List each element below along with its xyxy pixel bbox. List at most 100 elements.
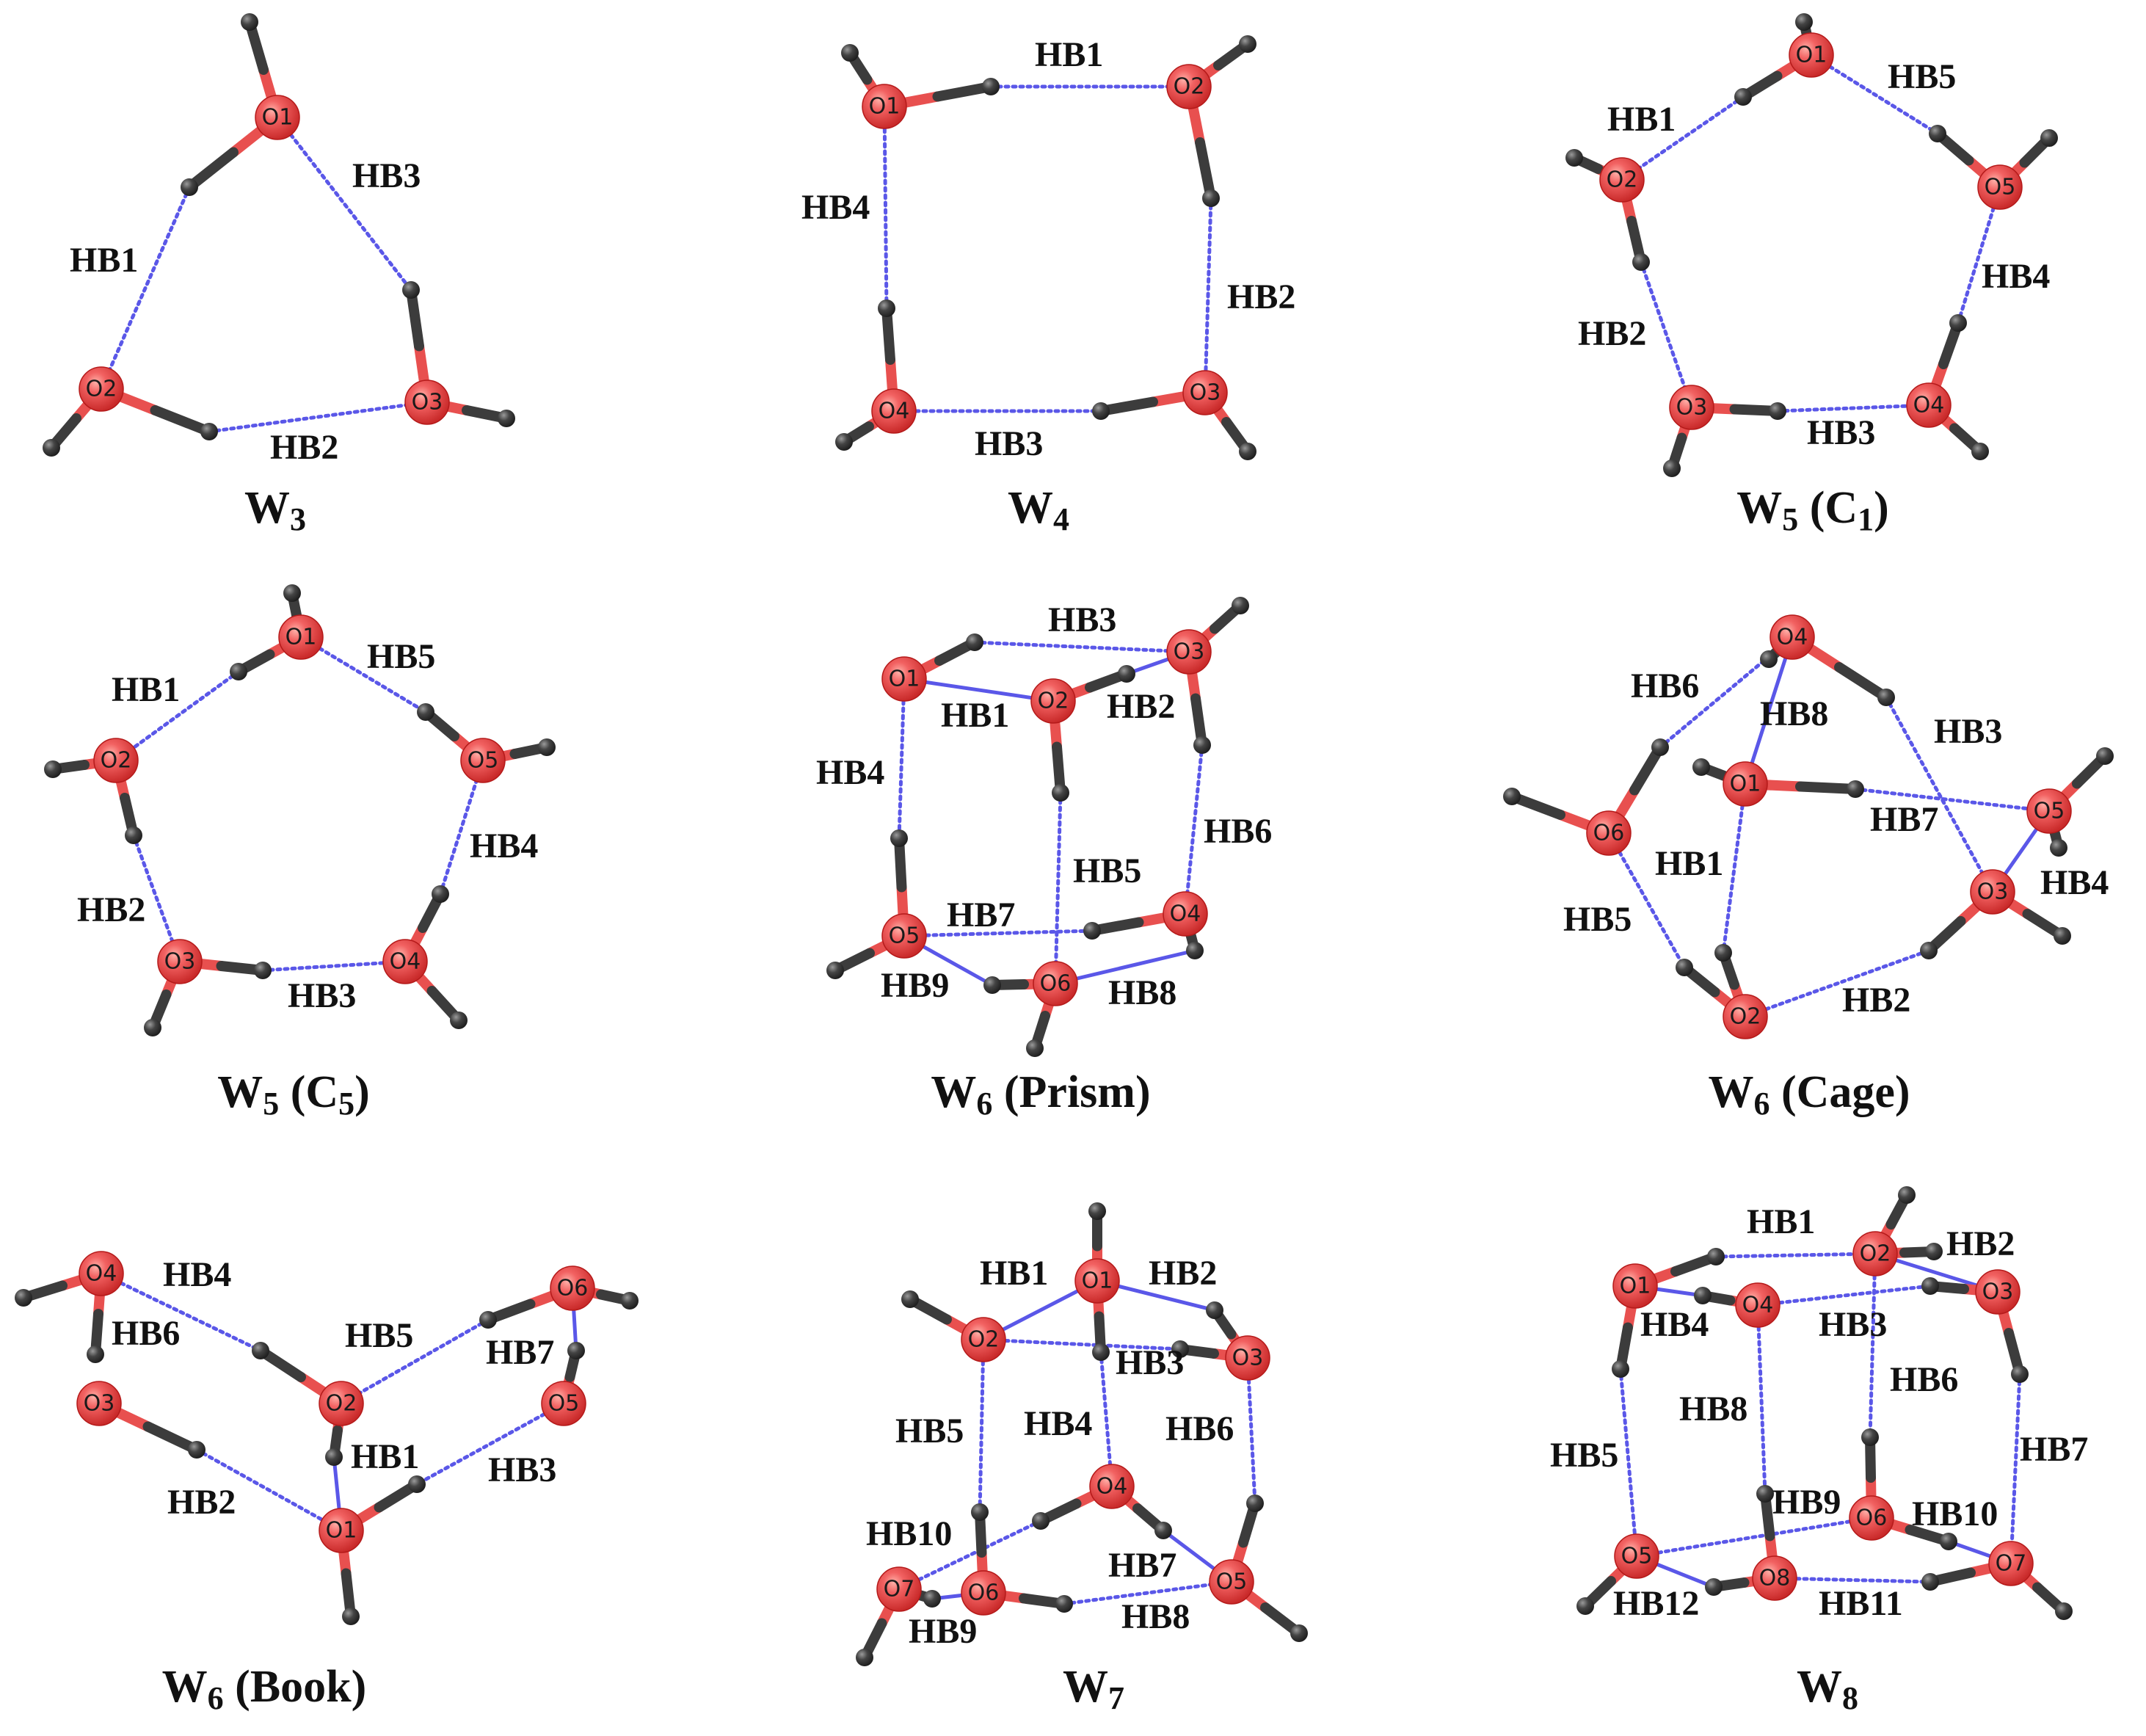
hydrogen-atom-w8-4 [1694,1287,1712,1304]
oxygen-label-w3-1: O2 [86,377,117,402]
hydrogen-atom-w8-3 [1612,1360,1629,1378]
hbond-label-w6book-0: HB4 [163,1255,231,1294]
oxygen-label-w4-3: O4 [879,399,910,424]
hbond-label-w5c1-3: HB4 [1982,257,2050,296]
hbond-label-w5c5-0: HB1 [112,670,180,709]
hydrogen-atom-w6cage-2 [1692,758,1710,776]
hbond-w6prism-4 [902,929,1094,938]
oxygen-label-w6prism-5: O6 [1040,971,1072,997]
oxygen-label-w6cage-2: O5 [2034,799,2065,824]
hydrogen-atom-w5c1-7 [1949,314,1967,332]
caption-w7: W7 [1063,1662,1124,1716]
hbond-label-w5c1-2: HB3 [1807,413,1875,452]
hbond-label-w6prism-1: HB4 [816,753,884,792]
oxygen-atom-w7-2 [1225,1335,1270,1381]
hydrogen-atom-w6prism-9 [1026,1039,1044,1057]
oh-bond-h-w3-1 [184,147,239,192]
hbond-label-w8-0: HB1 [1747,1202,1815,1241]
oxygen-atom-w6book-5 [319,1508,364,1553]
hbond-w5c1-0 [1620,95,1745,182]
oxygen-label-w8-6: O8 [1759,1566,1791,1591]
hydrogen-atom-w6cage-8 [1920,942,1938,959]
hydrogen-atom-w7-5 [1246,1495,1264,1512]
oxygen-atom-w6cage-0 [1769,614,1815,660]
oxygen-atom-w3-2 [404,379,450,425]
oxygen-atom-w6prism-4 [881,913,927,959]
hbond-w5c5-3 [438,758,485,896]
panel-w5c1 [1569,17,2054,473]
hydrogen-atom-w8-7 [1861,1428,1879,1446]
hbond-label-extra-w8-0: HB2 [1946,1224,2015,1263]
hydrogen-atom-w7-1 [1092,1343,1110,1361]
hbond-w6prism-3 [1183,743,1204,916]
oxygen-label-w3-2: O3 [412,390,443,415]
hbond-label-w7-2: HB5 [895,1412,964,1450]
hbond-label-w8-3: HB8 [1679,1390,1747,1428]
hbond-label-extra-w6cage-1: HB4 [2040,863,2109,902]
hydrogen-atom-w6prism-2 [1118,665,1135,683]
hbond-label-extra-w6prism-2: HB9 [881,966,949,1005]
hbond-w3-0 [99,185,192,391]
oxygen-atom-w8-2 [1735,1282,1781,1328]
hbond-w6cage-1 [1884,695,1995,894]
oxygen-label-w7-5: O5 [1216,1569,1248,1595]
oxygen-atom-w5c1-3 [1906,382,1952,428]
solid-hbond-w6prism-0 [902,677,1055,703]
oxygen-atom-w6prism-2 [1166,629,1212,675]
hbond-label-w3-2: HB3 [352,156,421,195]
oxygen-label-w5c1-4: O5 [1985,175,2016,200]
hydrogen-atom-w8-13 [2055,1602,2073,1620]
hydrogen-atom-w3-3 [200,423,218,440]
hbond-w7-4 [897,1519,1043,1591]
oh-bond-h-w6book-4 [142,1421,202,1455]
hydrogen-atom-w3-2 [43,439,60,457]
hydrogen-atom-w5c5-2 [44,760,62,778]
oxygen-label-w6cage-0: O4 [1777,625,1808,650]
hbond-w6cage-2 [1853,787,2051,813]
hydrogen-atom-w7-9 [1055,1595,1073,1613]
hbond-w7-5 [1062,1580,1234,1606]
hbond-label-w4-2: HB3 [975,424,1043,463]
hbond-w5c1-2 [1775,403,1931,413]
oxygen-label-w6book-4: O5 [548,1391,580,1417]
oxygen-label-w8-4: O6 [1856,1506,1888,1531]
hydrogen-atom-w5c1-2 [1565,149,1583,167]
hbond-w8-1 [1756,1284,1932,1307]
hydrogen-atom-w6cage-5 [2050,839,2067,857]
hbond-label-w4-0: HB1 [1035,35,1103,74]
oxygen-label-w5c5-4: O5 [468,748,499,774]
hbond-label-extra-w6book-1: HB7 [486,1333,554,1372]
oxygen-label-w6prism-1: O2 [1038,689,1069,714]
hbond-w6prism-0 [972,640,1191,654]
oxygen-atom-w4-1 [1166,64,1212,109]
caption-w6book: W6 (Book) [162,1662,367,1716]
oxygen-atom-w8-4 [1849,1495,1894,1541]
hydrogen-atom-w6prism-10 [1186,942,1204,959]
oxygen-atom-w6prism-3 [1163,891,1208,937]
hydrogen-atom-w5c1-9 [2040,129,2058,147]
caption-w6prism: W6 (Prism) [931,1067,1150,1122]
hbond-w6prism-1 [897,677,906,840]
oxygen-label-w8-0: O2 [1860,1241,1891,1267]
oxygen-label-w5c1-0: O1 [1796,43,1827,68]
hbond-label-w7-3: HB6 [1165,1409,1234,1448]
hydrogen-atom-w5c5-8 [417,703,434,721]
hydrogen-atom-w6prism-8 [983,976,1001,994]
oxygen-label-w3-0: O1 [262,105,294,131]
hydrogen-atom-w8-12 [1921,1573,1939,1591]
oxygen-atom-w5c5-0 [278,614,324,660]
hydrogen-atom-w5c1-6 [1971,443,1989,460]
oxygen-atom-w5c1-2 [1669,385,1714,430]
oxygen-atom-w6book-1 [550,1265,595,1311]
hydrogen-atom-w5c1-4 [1663,460,1681,477]
hbond-label-w6cage-3: HB1 [1655,844,1723,883]
hbond-label-w6prism-2: HB5 [1073,851,1141,890]
hbond-w8-2 [1618,1367,1639,1558]
hydrogen-atom-w5c5-6 [450,1012,468,1029]
hydrogen-atom-w3-5 [498,410,515,427]
